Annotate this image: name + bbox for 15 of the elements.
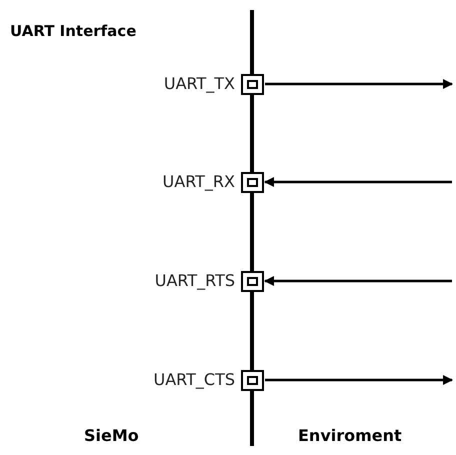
pin-box <box>241 74 264 94</box>
arrow <box>265 375 453 385</box>
heading-label: UART Interface <box>10 24 136 39</box>
signal-name: UART_TX <box>164 76 235 92</box>
heading-label: SieMo <box>84 428 139 444</box>
signal-name: UART_RX <box>162 174 235 190</box>
arrow <box>264 177 452 187</box>
pin-box <box>241 270 264 292</box>
signal-name: UART_CTS <box>154 372 235 388</box>
signal-name: UART_RTS <box>154 273 235 289</box>
arrow <box>265 79 453 89</box>
arrow <box>264 276 452 286</box>
pin-box <box>241 172 264 192</box>
heading-label: Enviroment <box>298 428 402 444</box>
pin-box <box>241 370 264 390</box>
